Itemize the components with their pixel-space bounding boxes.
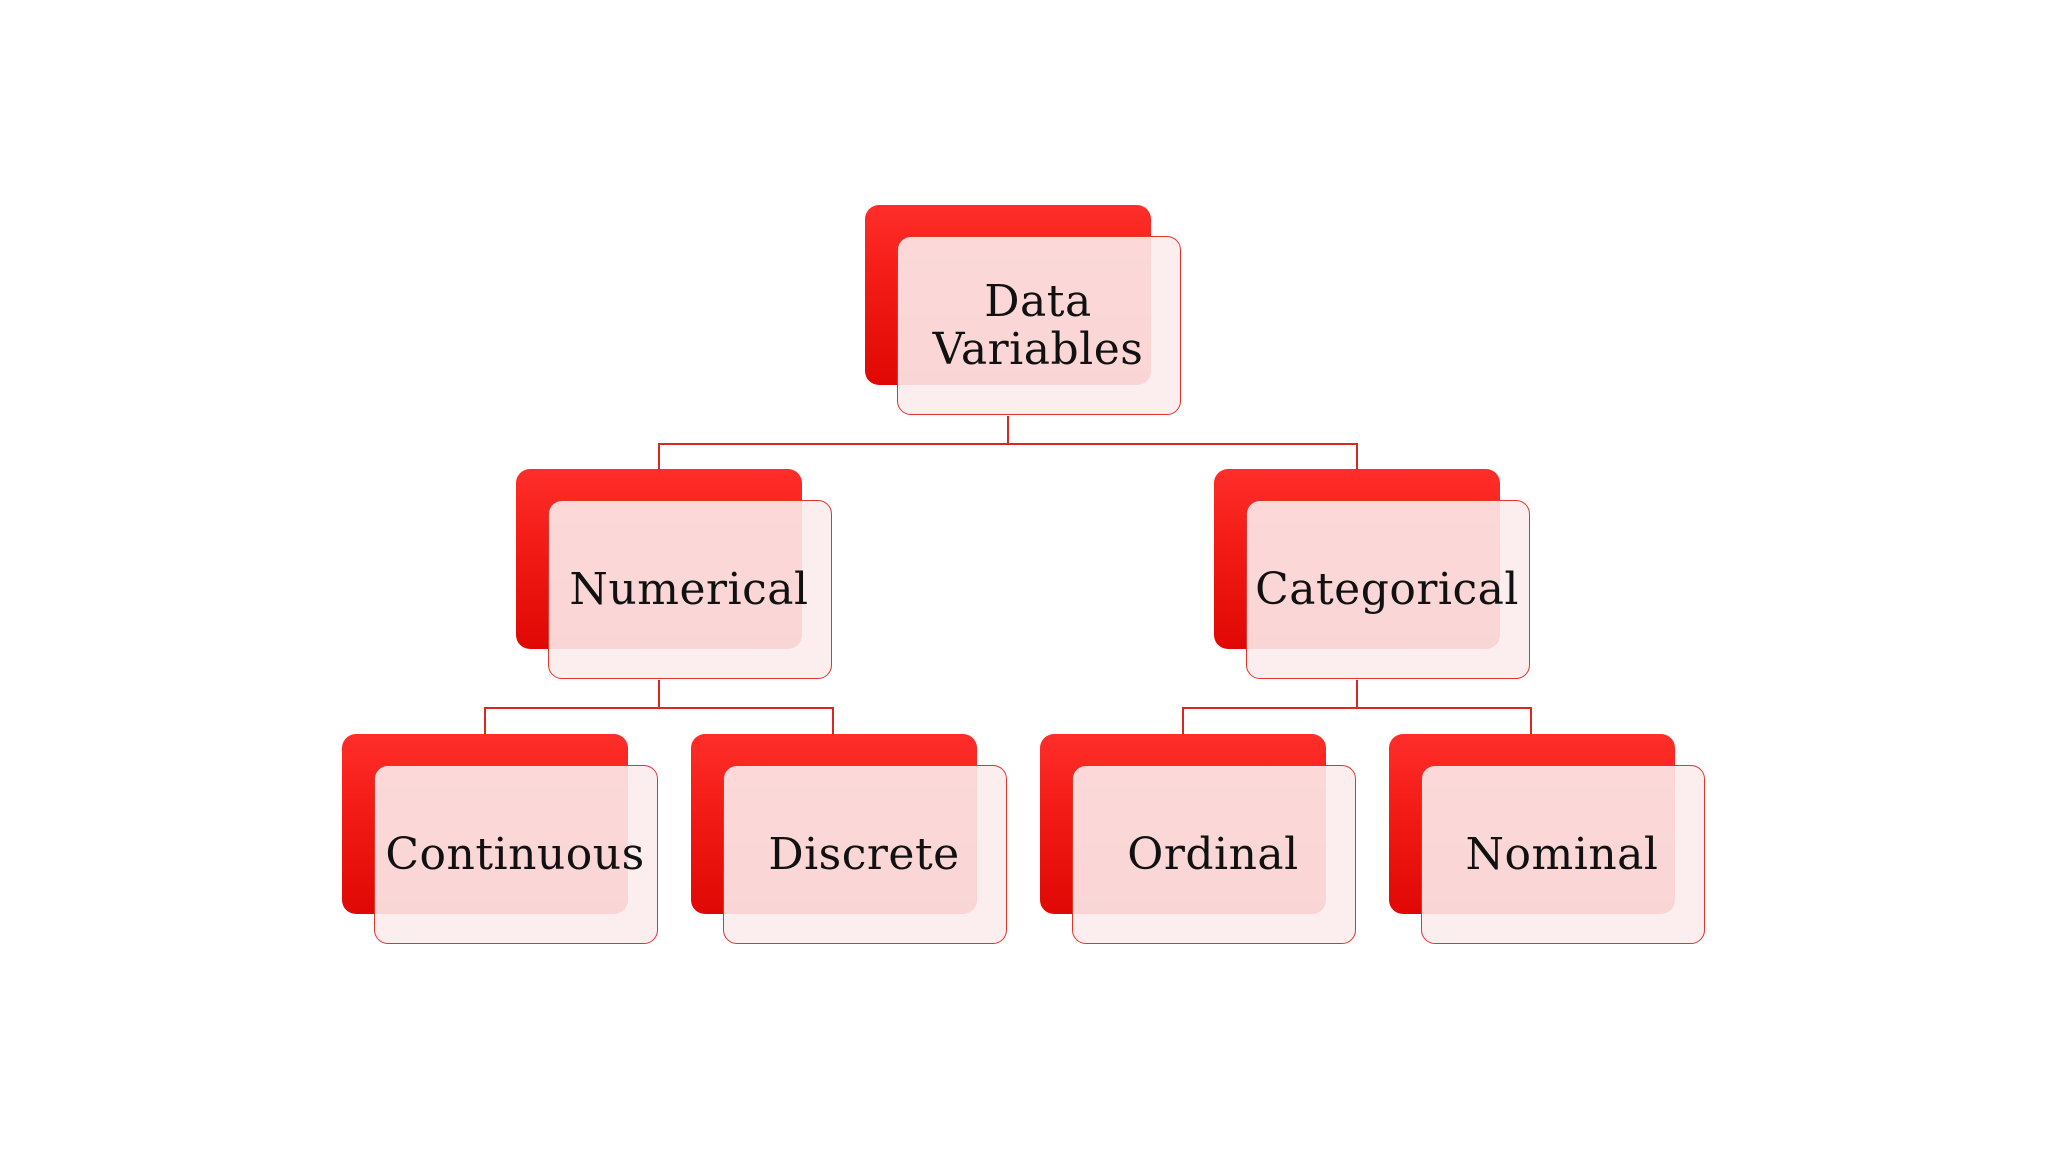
- connector-root-bar: [658, 443, 1358, 445]
- connector-categorical-stem: [1356, 680, 1358, 709]
- node-label: Numerical: [569, 563, 809, 615]
- node-data-variables: Data Variables: [865, 205, 1183, 421]
- node-label: Categorical: [1255, 563, 1519, 615]
- connector-root-to-numerical: [658, 443, 660, 471]
- connector-root-stem: [1007, 416, 1009, 445]
- node-front-card: [548, 500, 832, 679]
- node-front-card: [1421, 765, 1705, 944]
- connector-numerical-stem: [658, 680, 660, 709]
- node-front-card: [1246, 500, 1530, 679]
- connector-root-to-categorical: [1356, 443, 1358, 471]
- node-label: Ordinal: [1127, 828, 1299, 880]
- node-discrete: Discrete: [691, 734, 1009, 950]
- connector-categorical-to-ordinal: [1182, 707, 1184, 735]
- node-ordinal: Ordinal: [1040, 734, 1358, 950]
- node-nominal: Nominal: [1389, 734, 1707, 950]
- connector-categorical-bar: [1182, 707, 1532, 709]
- connector-numerical-bar: [484, 707, 834, 709]
- node-label: Nominal: [1465, 828, 1659, 880]
- node-numerical: Numerical: [516, 469, 834, 685]
- node-front-card: [374, 765, 658, 944]
- node-categorical: Categorical: [1214, 469, 1532, 685]
- node-front-card: [723, 765, 1007, 944]
- node-front-card: [897, 236, 1181, 415]
- connector-categorical-to-nominal: [1530, 707, 1532, 735]
- node-front-card: [1072, 765, 1356, 944]
- node-label: Continuous: [385, 828, 645, 880]
- connector-numerical-to-continuous: [484, 707, 486, 735]
- node-continuous: Continuous: [342, 734, 660, 950]
- node-label: Discrete: [768, 828, 960, 880]
- connector-numerical-to-discrete: [832, 707, 834, 735]
- node-label: Data Variables: [932, 275, 1144, 375]
